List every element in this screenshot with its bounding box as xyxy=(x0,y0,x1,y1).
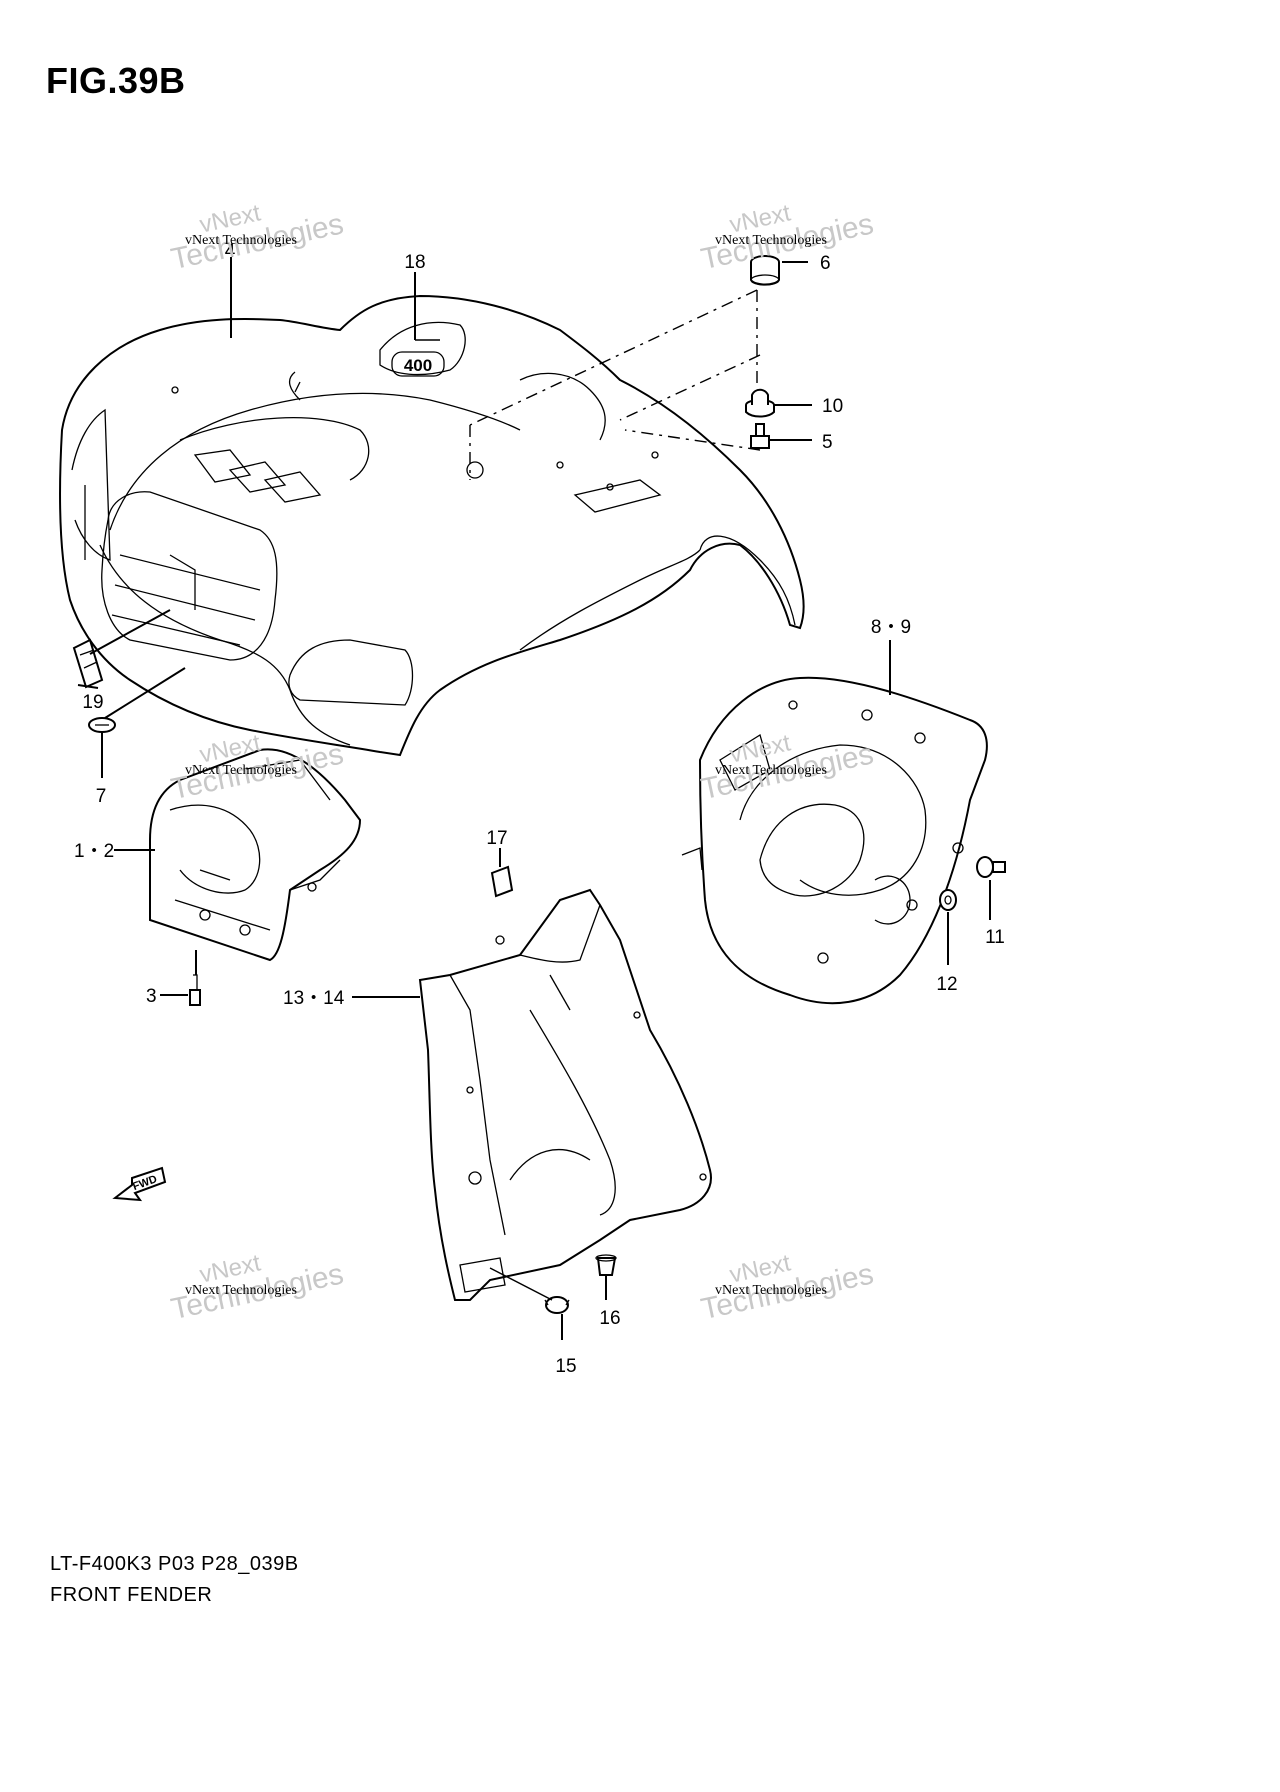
washer-part-12 xyxy=(939,889,957,911)
watermark-mid-left-label: vNext Technologies xyxy=(185,763,297,778)
push-clip-part-11 xyxy=(976,856,1006,878)
grommet-part-6 xyxy=(750,255,780,286)
fwd-arrow-icon: FWD xyxy=(112,1166,167,1202)
watermark-bottom-left: vNext Technologies xyxy=(168,1249,346,1326)
callout-6: 6 xyxy=(820,253,831,274)
callout-3: 3 xyxy=(146,986,157,1007)
callout-13-14: 13・14 xyxy=(283,988,345,1009)
inner-fender-part-13-14 xyxy=(418,888,712,1301)
callout-4: 4 xyxy=(225,241,236,262)
callout-12: 12 xyxy=(936,974,957,995)
figure-title: FIG.39B xyxy=(46,60,186,101)
side-cover-part-8-9 xyxy=(681,676,988,1005)
watermark-bottom-left-label: vNext Technologies xyxy=(185,1283,297,1298)
callout-7: 7 xyxy=(96,786,107,807)
leader-lines xyxy=(77,257,991,1340)
clip-part-17 xyxy=(490,865,514,898)
callout-labels: 4 18 6 10 5 19 7 8・9 1・2 3 17 13・14 11 1… xyxy=(74,241,1005,1377)
collar-part-10 xyxy=(745,388,775,418)
screw-part-7 xyxy=(88,717,116,733)
watermark-top-left-label: vNext Technologies xyxy=(185,233,297,248)
front-fender-part-4: 400 xyxy=(59,294,805,757)
clip-part-15 xyxy=(544,1296,570,1314)
callout-15: 15 xyxy=(555,1356,576,1377)
screw-part-3 xyxy=(189,974,201,1006)
callout-16: 16 xyxy=(599,1308,620,1329)
figure-name: FRONT FENDER xyxy=(50,1584,213,1606)
watermark-mid-right-label: vNext Technologies xyxy=(715,763,827,778)
watermark-bottom-right: vNext Technologies xyxy=(698,1249,876,1326)
callout-19: 19 xyxy=(82,692,103,713)
figure-code: LT-F400K3 P03 P28_039B xyxy=(50,1553,299,1575)
callout-5: 5 xyxy=(822,432,833,453)
watermark-bottom-right-label: vNext Technologies xyxy=(715,1283,827,1298)
watermark-top-right-label: vNext Technologies xyxy=(715,233,827,248)
callout-1-2: 1・2 xyxy=(74,841,114,862)
watermark-top-left: vNext Technologies xyxy=(168,199,346,276)
bracket-part-1-2 xyxy=(149,748,362,962)
bolt-part-5 xyxy=(750,423,770,449)
clip-part-16 xyxy=(595,1254,617,1276)
callout-17: 17 xyxy=(486,828,507,849)
clip-part-19 xyxy=(72,638,104,689)
callout-10: 10 xyxy=(822,396,843,417)
callout-11: 11 xyxy=(985,927,1005,948)
callout-18: 18 xyxy=(404,252,425,273)
callout-8-9: 8・9 xyxy=(871,617,911,638)
badge-400-text: 400 xyxy=(404,356,432,375)
